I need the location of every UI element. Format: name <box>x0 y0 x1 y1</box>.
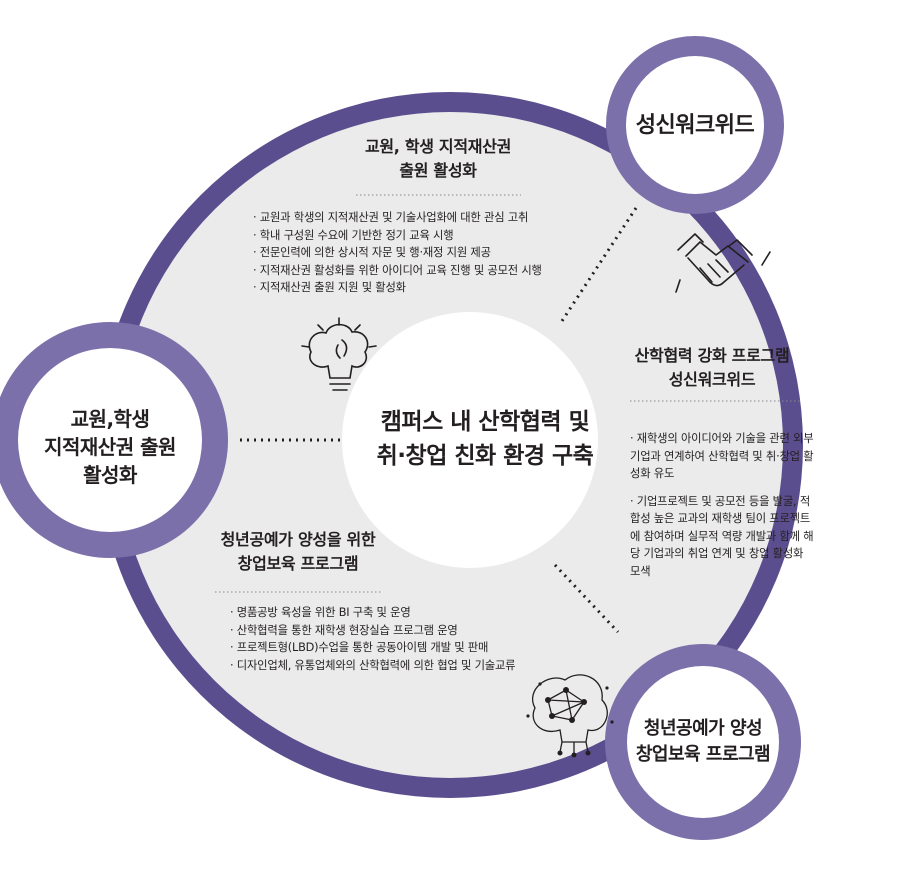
list-item: 명품공방 육성을 위한 BI 구축 및 운영 <box>230 604 515 622</box>
list-item: 학내 구성원 수요에 기반한 정기 교육 시행 <box>253 227 542 245</box>
node-bottom-right-label: 청년공예가 양성 창업보육 프로그램 <box>578 716 828 768</box>
node-top-right-label: 성신워크위드 <box>635 113 755 138</box>
section-right-title-line2: 성신워크위드 <box>668 370 756 389</box>
section-bottom-title: 청년공예가 양성을 위한 창업보육 프로그램 <box>198 528 398 576</box>
lightbulb-brain-icon <box>301 317 377 391</box>
list-item: 교원과 학생의 지적재산권 및 기술사업화에 대한 관심 고취 <box>253 209 542 227</box>
list-item: 산학협력을 통한 재학생 현장실습 프로그램 운영 <box>230 622 515 640</box>
node-bottom-right-line1: 청년공예가 양성 <box>643 718 763 739</box>
section-right-paragraph: · 기업프로젝트 및 공모전 등을 발굴, 적합성 높은 교과의 재학생 팀이 … <box>630 494 814 578</box>
section-bottom-title-line2: 창업보육 프로그램 <box>237 554 359 573</box>
center-title-line2: 취·창업 친화 환경 구축 <box>376 443 594 469</box>
section-bottom-title-line1: 청년공예가 양성을 위한 <box>220 530 376 549</box>
node-left-line1: 교원,학생 <box>70 407 150 431</box>
section-right-title: 산학협력 강화 프로그램 성신워크위드 <box>612 344 812 392</box>
section-top-title: 교원, 학생 지적재산권 출원 활성화 <box>338 135 538 183</box>
section-right-body: · 재학생의 아이디어와 기술을 관련 외부기업과 연계하여 산학협력 및 취·… <box>630 430 815 590</box>
node-left-line3: 활성화 <box>83 463 137 487</box>
list-item: 지적재산권 출원 지원 및 활성화 <box>253 279 542 297</box>
section-top-title-line1: 교원, 학생 지적재산권 <box>364 137 512 156</box>
list-item: 지적재산권 활성화를 위한 아이디어 교육 진행 및 공모전 시행 <box>253 262 542 280</box>
section-bottom-bullets: 명품공방 육성을 위한 BI 구축 및 운영 산학협력을 통한 재학생 현장실습… <box>230 604 516 675</box>
center-title: 캠퍼스 내 산학협력 및 취·창업 친화 환경 구축 <box>340 405 630 473</box>
node-top-right-core <box>626 56 764 194</box>
node-bottom-right-core <box>627 666 779 818</box>
node-left-line2: 지적재산권 출원 <box>44 435 176 459</box>
network-brain-icon <box>526 674 614 758</box>
connector-bottom-right <box>553 563 620 634</box>
handshake-icon <box>675 233 771 293</box>
section-top-bullets: 교원과 학생의 지적재산권 및 기술사업화에 대한 관심 고취 학내 구성원 수… <box>253 209 542 297</box>
section-top-title-line2: 출원 활성화 <box>399 161 477 180</box>
list-item: 디자인업체, 유통업체와의 산학협력에 의한 협업 및 기술교류 <box>230 657 516 675</box>
center-circle <box>342 312 598 568</box>
section-right-title-line1: 산학협력 강화 프로그램 <box>634 346 790 365</box>
list-item: 전문인력에 의한 상시적 자문 및 행·재정 지원 제공 <box>253 244 542 262</box>
node-left-label: 교원,학생 지적재산권 출원 활성화 <box>0 405 235 489</box>
center-title-line1: 캠퍼스 내 산학협력 및 <box>380 409 590 435</box>
node-bottom-right-line2: 창업보육 프로그램 <box>635 744 771 765</box>
node-left-core <box>18 348 202 532</box>
list-item: 프로젝트형(LBD)수업을 통한 공동아이템 개발 및 판매 <box>230 639 515 657</box>
section-right-paragraph: · 재학생의 아이디어와 기술을 관련 외부기업과 연계하여 산학협력 및 취·… <box>630 432 814 480</box>
